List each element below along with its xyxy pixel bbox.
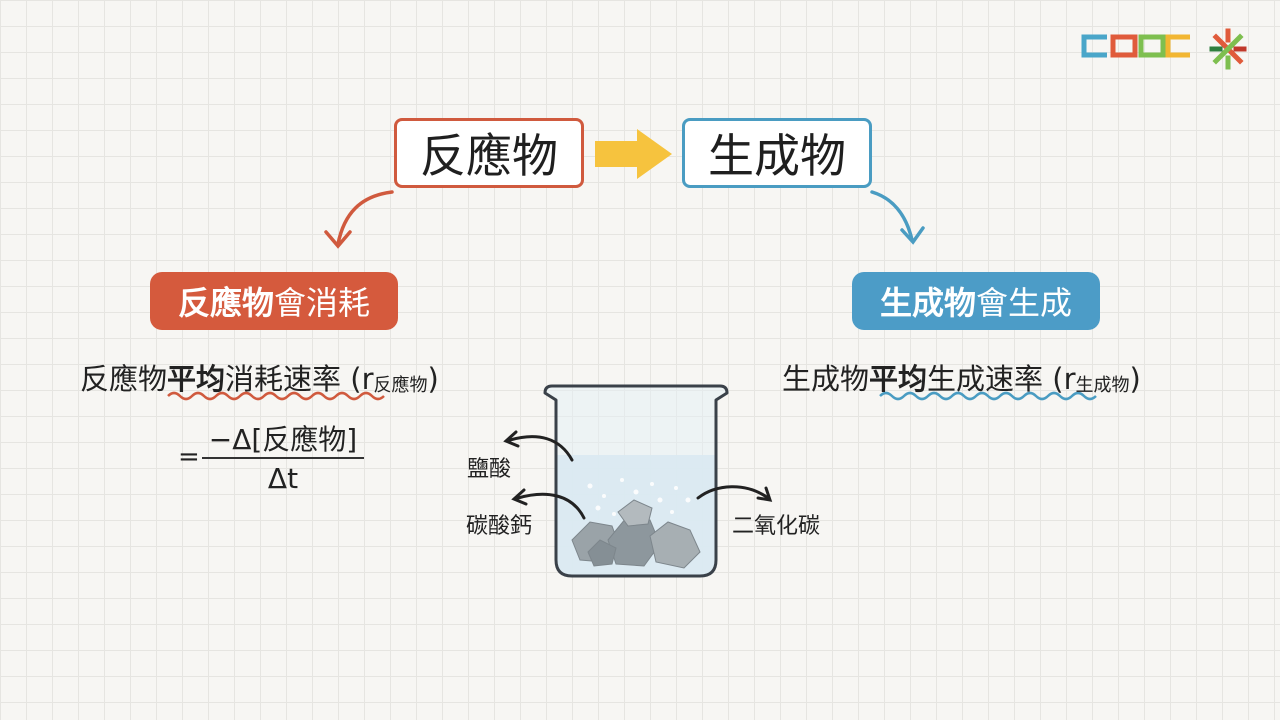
- product-rate-subscript: 生成物: [1075, 375, 1130, 396]
- carbon-dioxide-label: 二氧化碳: [732, 514, 821, 539]
- reactant-badge-main: 反應物: [177, 284, 274, 322]
- beaker-illustration: [503, 384, 773, 578]
- reactant-box-label: 反應物: [420, 129, 558, 183]
- reactant-rate-pre: 反應物: [80, 362, 168, 396]
- product-rate-close: ): [1129, 362, 1141, 396]
- product-badge-rest: 會生成: [976, 284, 1073, 322]
- wavy-underline-reactant: [167, 391, 385, 401]
- curved-arrow-left-icon: [324, 190, 394, 249]
- product-badge-main: 生成物: [879, 284, 976, 322]
- reactant-rate-post: 消耗速率 (r: [225, 362, 374, 396]
- formula-equals: =: [178, 442, 200, 472]
- cross-pattern-logo: [1209, 28, 1247, 70]
- reactant-rate-definition: 反應物平均消耗速率 (r反應物): [80, 356, 439, 398]
- reactant-box: 反應物: [394, 118, 584, 188]
- formula-fraction-bar: [202, 457, 364, 459]
- product-formed-badge: 生成物會生成: [852, 272, 1100, 330]
- reactant-consumed-badge: 反應物會消耗: [150, 272, 398, 330]
- reactant-rate-subscript: 反應物: [373, 375, 428, 396]
- product-rate-bold: 平均: [869, 362, 928, 396]
- formula-denominator: Δt: [267, 462, 299, 495]
- pointer-arrow-carbonate-icon: [516, 492, 586, 520]
- product-box-label: 生成物: [708, 129, 846, 183]
- pointer-arrow-gas-icon: [696, 485, 770, 500]
- product-rate-definition: 生成物平均生成速率 (r生成物): [782, 356, 1141, 398]
- formula-numerator: −Δ[反應物]: [208, 423, 358, 456]
- hydrochloric-acid-label: 鹽酸: [467, 457, 512, 482]
- reactant-rate-bold: 平均: [167, 362, 226, 396]
- product-rate-post: 生成速率 (r: [927, 362, 1076, 396]
- reactant-rate-close: ): [427, 362, 439, 396]
- cooc-logo: [1081, 34, 1190, 58]
- curved-arrow-right-icon: [870, 190, 925, 245]
- product-rate-pre: 生成物: [782, 362, 870, 396]
- pointer-arrow-acid-icon: [508, 435, 574, 462]
- calcium-carbonate-label: 碳酸鈣: [466, 514, 533, 539]
- flow-arrow-icon: [595, 129, 672, 179]
- product-box: 生成物: [682, 118, 872, 188]
- reactant-badge-rest: 會消耗: [274, 284, 371, 322]
- wavy-underline-product: [879, 391, 1097, 401]
